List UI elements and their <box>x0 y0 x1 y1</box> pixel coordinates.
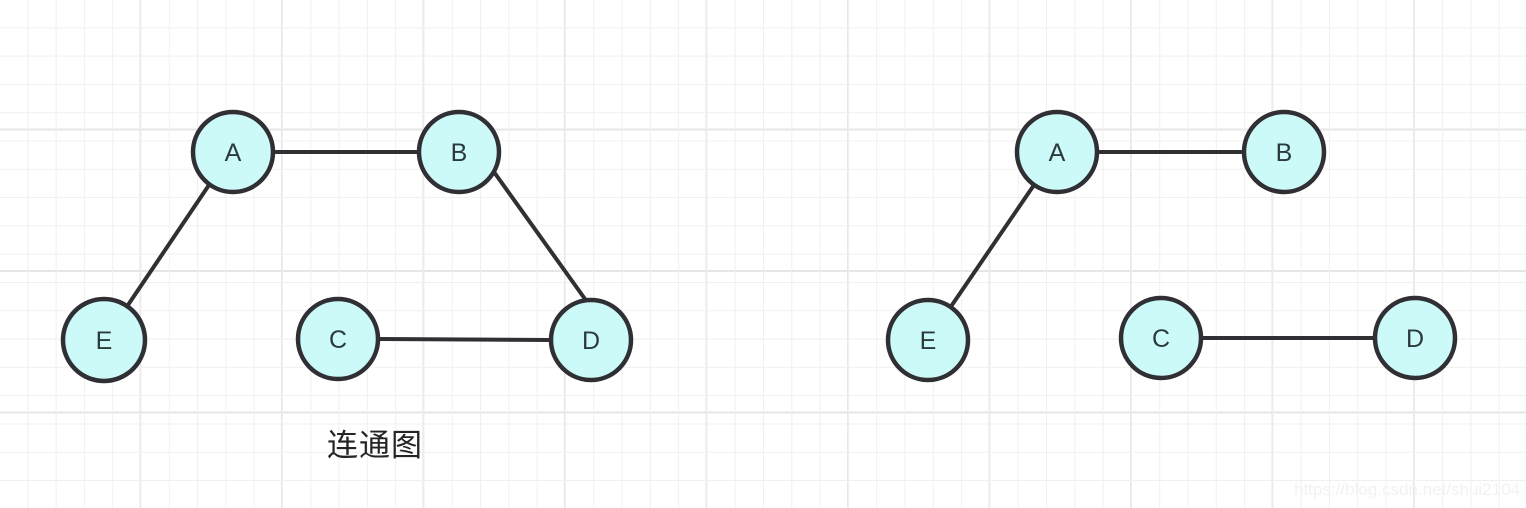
node-circle-E[interactable] <box>60 296 148 384</box>
graph-node-D[interactable]: D <box>548 297 634 383</box>
node-circle-B[interactable] <box>1241 109 1327 195</box>
graph-node-B[interactable]: B <box>416 109 502 195</box>
node-label-B: B <box>451 139 468 167</box>
graph-node-B[interactable]: B <box>1241 109 1327 195</box>
node-label-C: C <box>329 326 347 354</box>
graph-edge-B-D[interactable] <box>492 170 587 301</box>
node-circle-C[interactable] <box>295 296 381 382</box>
left-graph-nodes: A B C D E <box>60 109 634 384</box>
node-circle-B[interactable] <box>416 109 502 195</box>
node-label-D: D <box>582 327 600 355</box>
node-label-A: A <box>225 139 242 167</box>
node-label-E: E <box>96 327 113 355</box>
node-label-B: B <box>1276 139 1293 167</box>
node-circle-A[interactable] <box>190 109 276 195</box>
left-graph-edges <box>126 150 587 342</box>
right-graph-edges <box>950 150 1376 340</box>
node-label-D: D <box>1406 325 1424 353</box>
graph-node-C[interactable]: C <box>1118 295 1204 381</box>
graph-caption: 连通图 <box>327 428 423 464</box>
graph-edge-A-E[interactable] <box>950 183 1036 307</box>
node-label-E: E <box>920 327 937 355</box>
node-circle-C[interactable] <box>1118 295 1204 381</box>
graph-node-E[interactable]: E <box>60 296 148 384</box>
node-circle-D[interactable] <box>1372 295 1458 381</box>
right-graph-nodes: A B C D E <box>885 109 1458 383</box>
graph-node-D[interactable]: D <box>1372 295 1458 381</box>
edges-layer <box>126 150 1376 342</box>
nodes-layer: A B C D E A B C D E <box>60 109 1458 384</box>
graph-edge-C-D[interactable] <box>377 337 552 342</box>
graph-node-A[interactable]: A <box>190 109 276 195</box>
graph-edge-A-E[interactable] <box>126 183 211 307</box>
node-label-A: A <box>1049 139 1066 167</box>
node-label-C: C <box>1152 325 1170 353</box>
node-circle-E[interactable] <box>885 297 971 383</box>
graph-node-A[interactable]: A <box>1014 109 1100 195</box>
node-circle-A[interactable] <box>1014 109 1100 195</box>
graph-node-C[interactable]: C <box>295 296 381 382</box>
graph-node-E[interactable]: E <box>885 297 971 383</box>
node-circle-D[interactable] <box>548 297 634 383</box>
watermark-text: https://blog.csdn.net/shui2104 <box>1294 480 1520 499</box>
